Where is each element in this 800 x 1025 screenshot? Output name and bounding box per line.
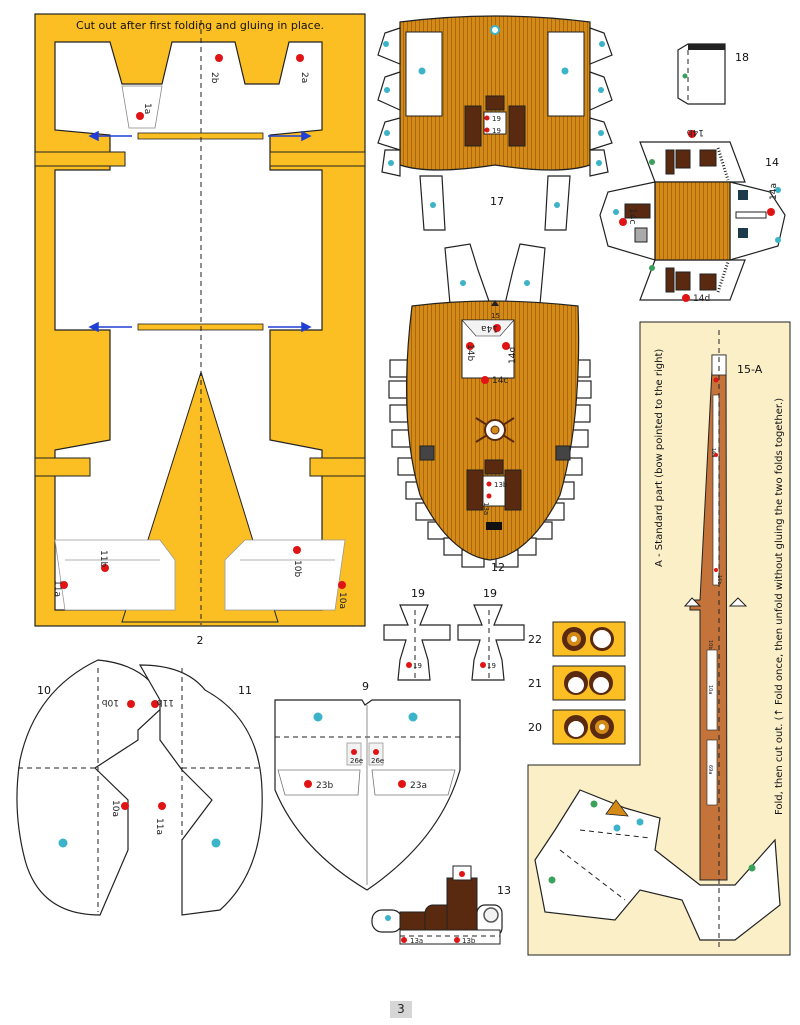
label-13b: 13b	[462, 937, 476, 945]
mast-label-10a: 10a	[707, 685, 713, 694]
part-12: 14c 14b 14d 14a 15 13b 13a 12	[388, 243, 592, 574]
deck-label-14a: 14a	[481, 323, 498, 333]
deck-label-14c: 14c	[492, 376, 508, 386]
label-19-left: 19	[413, 662, 422, 670]
glue-dot-2b	[215, 54, 223, 62]
part-10	[16, 659, 166, 916]
label-2a: 2a	[299, 72, 309, 83]
label-10a-mirror: 10a	[110, 800, 120, 817]
glue-dot-10a	[338, 581, 346, 589]
part-number-21: 21	[528, 677, 542, 690]
deck-label-13a: 13a	[482, 502, 490, 515]
label-23b: 23b	[316, 781, 333, 791]
label-10b: 10b	[292, 560, 302, 577]
deck-label-14b: 14b	[465, 344, 475, 361]
part-number-18: 18	[735, 51, 749, 64]
label-13a: 13a	[410, 937, 423, 945]
label-14d: 14d	[693, 294, 710, 304]
cutout-instruction: Cut out after first folding and gluing i…	[76, 19, 324, 32]
glue-dot-11a	[60, 581, 68, 589]
mast-label-10b: 10b	[707, 640, 713, 650]
glue-dot-11b	[101, 564, 109, 572]
label-14c: 14c	[627, 208, 637, 224]
part-20: 20	[528, 709, 626, 745]
part-number-13: 13	[497, 884, 511, 897]
label-11a: 11a	[52, 580, 62, 597]
label-1a: 1a	[142, 103, 152, 114]
part-number-19-right: 19	[483, 587, 497, 600]
page-number: 3	[390, 1001, 412, 1018]
part-number-22: 22	[528, 633, 542, 646]
part-15a: 16a 16b 10a 69a 10b 15-A A - Standard pa…	[527, 321, 791, 956]
glue-dot-2a	[296, 54, 304, 62]
parts-10-11: 10 11 10b 11b 10a 11a	[16, 659, 263, 916]
part-number-20: 20	[528, 721, 542, 734]
mast-note-standard: A - Standard part (bow pointed to the ri…	[654, 349, 665, 567]
part-9: 26e 26e 23b 23a 9	[274, 680, 461, 891]
part-18: 18	[677, 43, 749, 105]
part-number-10: 10	[37, 684, 51, 697]
deck-label-14d: 14d	[508, 347, 518, 364]
tab-1a	[121, 85, 163, 129]
part-21: 21	[528, 665, 626, 701]
panel-10b	[224, 539, 346, 611]
part-9-outline	[274, 699, 461, 891]
part-17-deck	[399, 15, 591, 171]
deck-label-15: 15	[491, 312, 500, 320]
part-number-2: 2	[197, 634, 204, 647]
part-22: 22	[528, 621, 626, 657]
glue-dot-1a	[136, 112, 144, 120]
label-14a: 14a	[769, 183, 779, 200]
helm-wheel	[475, 417, 515, 443]
parts-19: 19 19 19 19	[383, 587, 525, 681]
label-19-right: 19	[487, 662, 496, 670]
part-2: Cut out after first folding and gluing i…	[34, 13, 366, 647]
part-17-tabs-right	[589, 27, 613, 177]
mast-note-fold: Fold, then cut out. (↑ Fold once, then u…	[774, 398, 785, 815]
part-14: 14b 14c 14a 14d 14	[599, 127, 786, 304]
part-17-tabs-left	[377, 27, 401, 177]
label-26e-left: 26e	[350, 757, 363, 765]
mast-label-69a: 69a	[707, 765, 713, 774]
label-14b: 14b	[687, 127, 704, 137]
label-11b: 11b	[98, 550, 108, 567]
glue-dot-10b	[293, 546, 301, 554]
label-2b: 2b	[209, 72, 219, 84]
side-tab-right	[269, 151, 366, 167]
label-10a: 10a	[337, 592, 347, 609]
part-11	[138, 664, 263, 916]
part-number-12: 12	[491, 561, 505, 574]
label-23a: 23a	[410, 781, 427, 791]
label-11b-mirror: 11b	[157, 697, 174, 707]
side-tab-left-2	[34, 457, 91, 477]
deck-label-19-a: 19	[492, 115, 501, 123]
part-17: 19 19 17	[377, 15, 613, 231]
label-10b-mirror: 10b	[102, 697, 119, 707]
deck-label-13b: 13b	[494, 481, 508, 489]
side-tab-right-2	[309, 457, 366, 477]
fold-arrows	[88, 130, 312, 333]
part-number-11: 11	[238, 684, 252, 697]
parts-20-22: 22 21 20	[528, 621, 626, 745]
part-number-15a: 15-A	[737, 363, 763, 376]
label-11a-mirror: 11a	[154, 818, 164, 835]
part-15a-base	[534, 789, 781, 941]
part-number-19-left: 19	[411, 587, 425, 600]
part-number-17: 17	[490, 195, 504, 208]
part-number-9: 9	[362, 680, 369, 693]
side-tab-left	[34, 151, 126, 167]
part-number-14: 14	[765, 156, 779, 169]
label-26e-right: 26e	[371, 757, 384, 765]
panel-11b	[54, 539, 176, 611]
part-13: 13a 13b 13	[371, 865, 511, 945]
mast-label-16b: 16b	[716, 575, 722, 585]
deck-label-19-b: 19	[492, 127, 501, 135]
mast-label-16a: 16a	[710, 448, 716, 457]
